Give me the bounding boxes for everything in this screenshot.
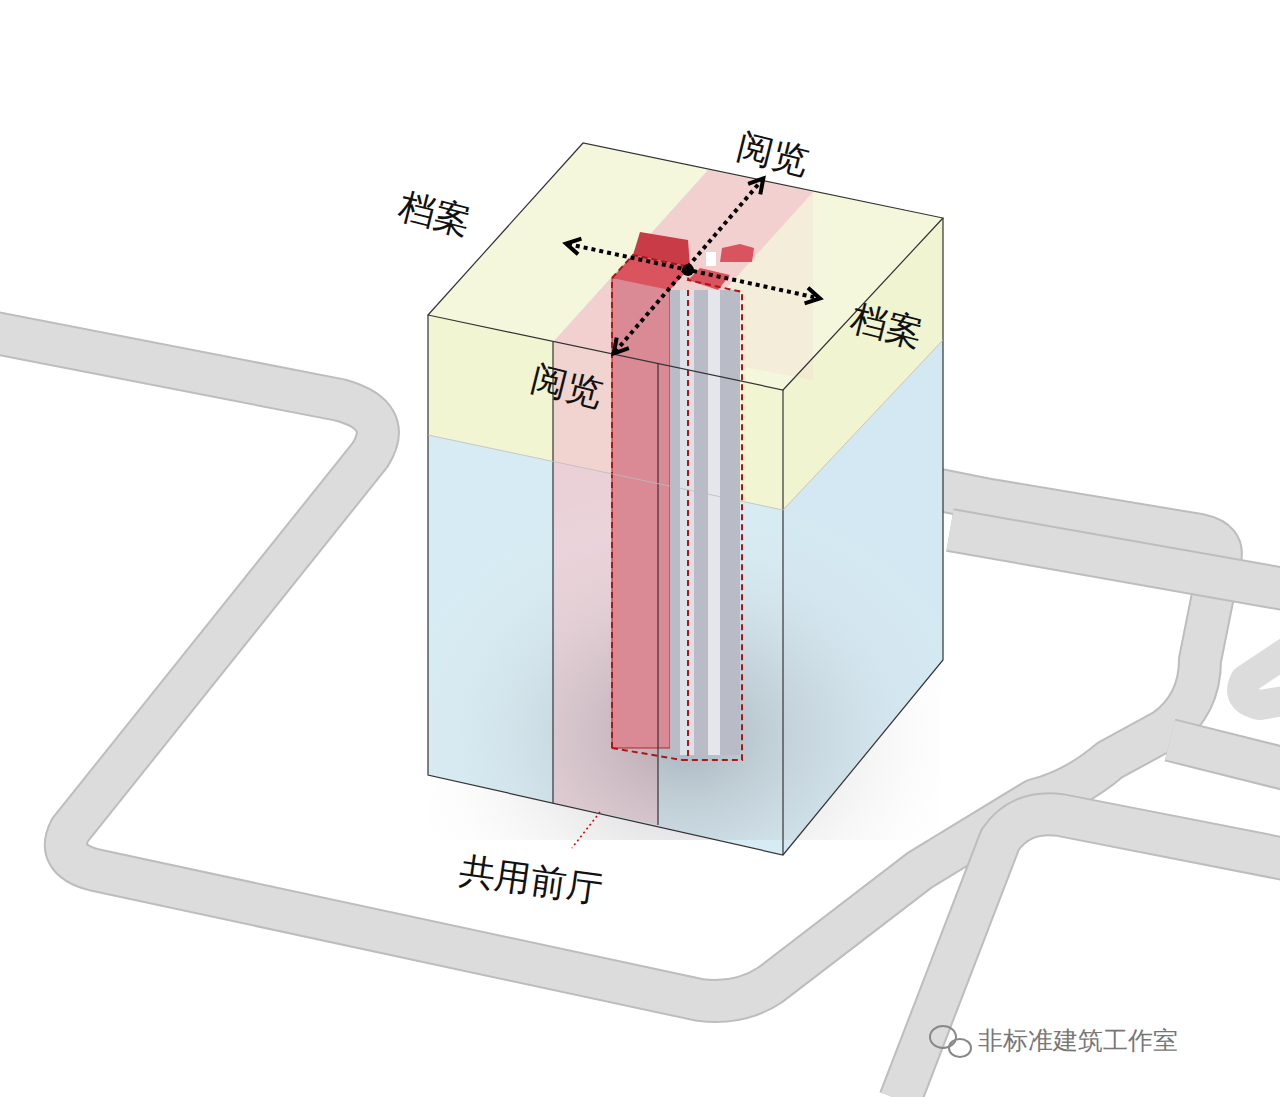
building-volume: [428, 143, 943, 855]
arrow-hub: [682, 264, 694, 276]
region-label: 阅览: [733, 128, 812, 180]
circulation-arrows: [568, 180, 818, 352]
space-label: 共用前厅: [457, 852, 605, 908]
watermark: 非标准建筑工作室: [978, 1028, 1178, 1053]
region-label: 档案: [395, 188, 474, 240]
wechat-icon: [930, 1026, 971, 1057]
